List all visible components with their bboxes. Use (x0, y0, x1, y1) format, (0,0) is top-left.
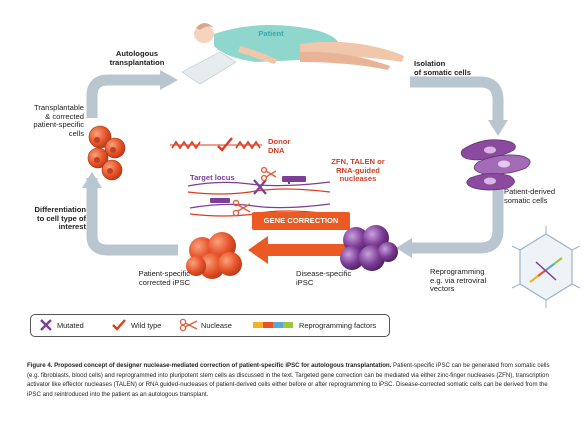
legend-factors-label: Reprogramming factors (299, 321, 377, 330)
label-isolation-line2: of somatic cells (414, 67, 471, 77)
label-isolation: Isolation of somatic cells (414, 59, 504, 77)
label-disease-ipsc-line2: iPSC (296, 277, 314, 287)
label-differentiation-line2: to cell type of (37, 213, 86, 223)
label-reprogramming-line1: Reprogramming (430, 267, 485, 276)
label-autologous-line2: transplantation (109, 57, 165, 67)
label-donor-line1: Donor (268, 137, 291, 146)
arrow-differentiation (86, 178, 178, 256)
legend: Mutated Wild type Nuclease Reprogramming… (30, 314, 390, 337)
label-reprogramming-line3: vectors (430, 284, 455, 294)
legend-wild-type-label: Wild type (131, 321, 162, 330)
legend-nuclease-label: Nuclease (201, 321, 232, 330)
label-patient: Patient (258, 29, 284, 38)
corrected-ipsc-cells (186, 232, 242, 279)
patient-illustration (181, 23, 404, 85)
arrow-isolation (410, 76, 504, 120)
label-reprogramming: Reprogramming e.g. via retroviral vector… (430, 267, 514, 294)
label-transplantable-cells: Transplantable & corrected patient-speci… (18, 103, 84, 138)
legend-reprogramming-factors-icon (253, 322, 293, 328)
somatic-cells (461, 139, 531, 191)
label-corrected-ipsc-line1: Patient-specific (138, 269, 191, 278)
nuclease-icon-top (260, 166, 277, 182)
label-autologous-line1: Autologous (115, 49, 159, 58)
label-nuclease-line2: RNA-guided (336, 165, 380, 175)
label-corrected-ipsc-line2: corrected iPSC (138, 277, 190, 287)
label-disease-ipsc-line1: Disease-specific (296, 269, 352, 278)
donor-dna (170, 137, 262, 152)
transplantable-cells (87, 125, 126, 181)
caption-title: Figure 4. Proposed concept of designer n… (27, 362, 392, 369)
mutated-mark-target (253, 179, 267, 195)
label-transplantable-line2: & corrected (45, 111, 84, 121)
label-nucleases: ZFN, TALEN or RNA-guided nucleases (316, 157, 400, 184)
arrowhead-top (160, 70, 178, 90)
label-donor-line2: DNA (268, 145, 285, 155)
gene-correction-banner: GENE CORRECTION (252, 212, 350, 230)
label-patient-derived-line1: Patient-derived (504, 187, 556, 196)
caption-body: Patient-specific iPSC can be generated f… (27, 362, 550, 398)
arrow-autologous-transplantation (86, 74, 160, 118)
label-autologous-transplantation: Autologous transplantation (96, 49, 178, 67)
label-patient-derived-cells: Patient-derived somatic cells (504, 187, 576, 205)
legend-wild-type-icon (112, 319, 126, 331)
label-nuclease-line3: nucleases (339, 174, 377, 184)
gene-correction-arrow (248, 236, 350, 264)
label-transplantable-line3: patient-specific (33, 120, 84, 130)
cycle-arrows (86, 74, 504, 256)
retroviral-vector (511, 226, 581, 308)
label-isolation-line1: Isolation (414, 59, 446, 68)
disease-ipsc-cells (340, 225, 398, 271)
legend-mutated-icon (40, 319, 52, 331)
label-reprogramming-line2: e.g. via retroviral (430, 275, 487, 285)
legend-mutated-label: Mutated (57, 321, 84, 330)
label-patient-derived-line2: somatic cells (504, 195, 548, 205)
arrowhead-right (488, 120, 508, 136)
label-corrected-ipsc: Patient-specific corrected iPSC (118, 269, 191, 287)
arrowhead-bottom (396, 238, 412, 258)
legend-nuclease-icon (179, 318, 198, 332)
label-target-locus: Target locus (190, 173, 235, 182)
label-transplantable-line1: Transplantable (34, 103, 84, 112)
arrow-right-down (412, 185, 504, 254)
label-transplantable-line4: cells (68, 128, 84, 138)
figure-caption: Figure 4. Proposed concept of designer n… (27, 361, 559, 399)
nuclease-scissors (232, 199, 251, 217)
label-disease-ipsc: Disease-specific iPSC (296, 269, 368, 287)
label-donor-dna: Donor DNA (268, 137, 308, 155)
label-differentiation: Differentiation to cell type of interest (16, 205, 86, 232)
arrowhead-left (82, 172, 102, 188)
label-nuclease-line1: ZFN, TALEN or (331, 157, 385, 166)
label-differentiation-line3: interest (58, 222, 86, 232)
label-differentiation-line1: Differentiation (34, 205, 86, 214)
